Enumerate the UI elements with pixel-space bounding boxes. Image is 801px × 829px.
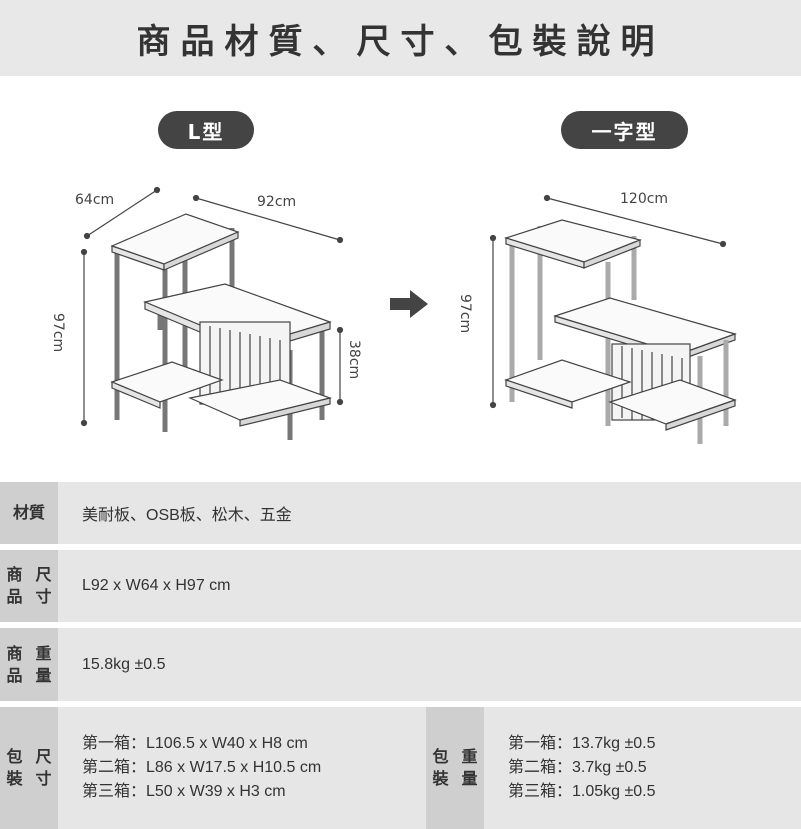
package-size-line: 第一箱：L106.5 x W40 x H8 cm xyxy=(82,735,308,752)
package-weight-line: 第三箱：1.05kg ±0.5 xyxy=(508,783,656,800)
l-shelf-height-label: 38cm xyxy=(346,340,362,379)
variant-l-shape-badge: L型 xyxy=(158,111,254,149)
title-bar: 商品材質、尺寸、包裝說明 xyxy=(0,0,801,76)
l-depth-label: 64cm xyxy=(75,192,114,208)
size-label: 商品 尺寸 xyxy=(0,550,58,622)
product-illustration: 64cm 92cm 97cm 38cm 120cm 97cm xyxy=(0,160,801,460)
size-value: L92 x W64 x H97 cm xyxy=(82,577,231,594)
arrow-right-icon xyxy=(390,290,428,318)
spec-row-package: 包裝 尺寸 第一箱：L106.5 x W40 x H8 cm 第二箱：L86 x… xyxy=(0,707,801,829)
spec-row-weight: 商品 重量 15.8kg ±0.5 xyxy=(0,628,801,701)
material-label: 材質 xyxy=(0,482,58,544)
i-height-label: 97cm xyxy=(457,294,473,333)
weight-label: 商品 重量 xyxy=(0,628,58,701)
variant-straight-badge: 一字型 xyxy=(561,111,688,149)
weight-value: 15.8kg ±0.5 xyxy=(82,655,166,673)
package-weight-line: 第一箱：13.7kg ±0.5 xyxy=(508,735,656,752)
l-length-label: 92cm xyxy=(257,194,296,210)
spec-row-size: 商品 尺寸 L92 x W64 x H97 cm xyxy=(0,550,801,622)
l-height-label: 97cm xyxy=(50,313,66,352)
package-weight-line: 第二箱：3.7kg ±0.5 xyxy=(508,759,647,776)
package-weight-list: 第一箱：13.7kg ±0.5 第二箱：3.7kg ±0.5 第三箱：1.05k… xyxy=(484,707,656,829)
package-size-line: 第三箱：L50 x W39 x H3 cm xyxy=(82,783,286,800)
package-weight-label: 包裝 重量 xyxy=(426,707,484,829)
i-length-label: 120cm xyxy=(620,191,668,207)
spec-row-material: 材質 美耐板、OSB板、松木、五金 xyxy=(0,482,801,544)
package-size-label: 包裝 尺寸 xyxy=(0,707,58,829)
material-value: 美耐板、OSB板、松木、五金 xyxy=(82,507,292,524)
package-size-list: 第一箱：L106.5 x W40 x H8 cm 第二箱：L86 x W17.5… xyxy=(58,707,426,829)
page-title: 商品材質、尺寸、包裝說明 xyxy=(136,21,665,62)
package-size-line: 第二箱：L86 x W17.5 x H10.5 cm xyxy=(82,759,322,776)
